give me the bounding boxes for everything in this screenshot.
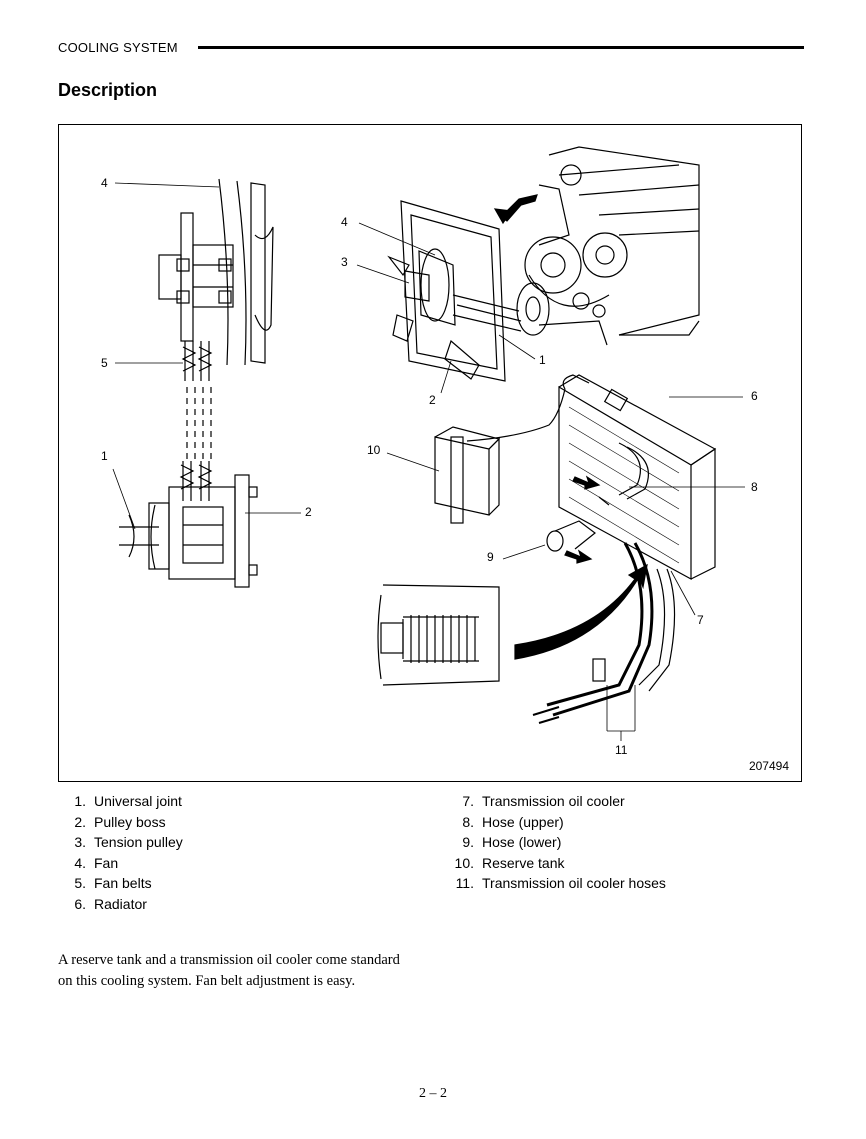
callout-6: 6 [751, 389, 758, 403]
legend-right: 7. Transmission oil cooler 8. Hose (upper)… [455, 791, 666, 894]
legend-label: Hose (upper) [482, 813, 564, 830]
legend-item: 2. Pulley boss [74, 812, 183, 833]
legend-item: 10. Reserve tank [455, 853, 666, 874]
legend-label: Fan belts [94, 875, 152, 892]
legend-item: 8. Hose (upper) [462, 812, 666, 833]
cooling-system-illustration [112, 146, 745, 741]
oil-cooler-hoses [532, 542, 676, 724]
cooling-system-figure: 4 5 1 2 4 3 1 2 6 10 8 9 7 11 207494 [58, 124, 802, 782]
legend-label: Radiator [94, 895, 147, 912]
legend-item: 1. Universal joint [74, 791, 183, 812]
legend-item: 9. Hose (lower) [462, 832, 666, 853]
callout-1-left: 1 [101, 449, 108, 463]
legend-item: 6. Radiator [74, 894, 183, 915]
legend-num: 10. [454, 854, 474, 871]
paragraph-line: A reserve tank and a transmission oil co… [58, 952, 400, 968]
fan-pulley-detail-top [158, 178, 274, 381]
legend-item: 7. Transmission oil cooler [462, 791, 666, 812]
legend-num: 7. [462, 793, 474, 809]
direction-arrow-large [514, 563, 648, 660]
legend-num: 1. [74, 793, 86, 809]
legend-item: 4. Fan [74, 853, 183, 874]
fan-assembly [387, 200, 550, 382]
legend-item: 11. Transmission oil cooler hoses [456, 873, 666, 894]
legend-label: Tension pulley [94, 834, 183, 851]
fan-pulley-detail-bottom [119, 461, 258, 588]
fan-belts-between [186, 387, 212, 463]
legend-num: 9. [462, 834, 474, 851]
callout-5: 5 [101, 356, 108, 370]
header-rule [198, 46, 804, 49]
legend-num: 6. [74, 895, 86, 912]
figure-id: 207494 [748, 759, 789, 773]
section-title: COOLING SYSTEM [58, 40, 178, 55]
legend-num: 5. [74, 875, 86, 892]
callout-10: 10 [367, 443, 381, 457]
reserve-tank [434, 388, 566, 524]
callout-11: 11 [615, 743, 628, 757]
legend-item: 3. Tension pulley [74, 832, 183, 853]
hose-cutaway-detail [377, 584, 500, 686]
legend-label: Universal joint [94, 793, 182, 809]
legend-num: 2. [74, 813, 86, 830]
description-paragraph: A reserve tank and a transmission oil co… [58, 950, 458, 992]
callout-2-left: 2 [305, 505, 312, 519]
legend-item: 5. Fan belts [74, 873, 183, 894]
legend-num: 11. [455, 875, 474, 892]
paragraph-line: on this cooling system. Fan belt adjustm… [58, 973, 356, 989]
legend-label: Pulley boss [94, 813, 166, 830]
legend-label: Reserve tank [482, 854, 565, 871]
legend-label: Transmission oil cooler hoses [482, 875, 666, 892]
legend-label: Hose (lower) [482, 834, 562, 851]
callout-4-left: 4 [101, 176, 108, 190]
legend-num: 4. [74, 854, 86, 871]
callout-7: 7 [697, 613, 704, 627]
legend-num: 8. [462, 813, 474, 830]
callout-2-right: 2 [429, 393, 436, 407]
callout-8: 8 [751, 480, 758, 494]
callout-1-right: 1 [539, 353, 546, 367]
callout-4-right: 4 [341, 215, 348, 229]
callout-9: 9 [487, 550, 494, 564]
page-title: Description [58, 80, 158, 100]
flow-arrows [493, 194, 601, 564]
callout-3: 3 [341, 255, 348, 269]
leader-lines [112, 182, 745, 741]
legend-left: 1. Universal joint 2. Pulley boss 3. Tensio… [74, 791, 183, 915]
legend-label: Fan [94, 854, 119, 871]
section-header: COOLING SYSTEM [58, 40, 804, 56]
legend-label: Transmission oil cooler [482, 793, 625, 809]
engine-block [524, 146, 700, 346]
radiator [546, 374, 717, 581]
legend-num: 3. [74, 834, 86, 851]
page-number: 2 – 2 [419, 1086, 447, 1101]
